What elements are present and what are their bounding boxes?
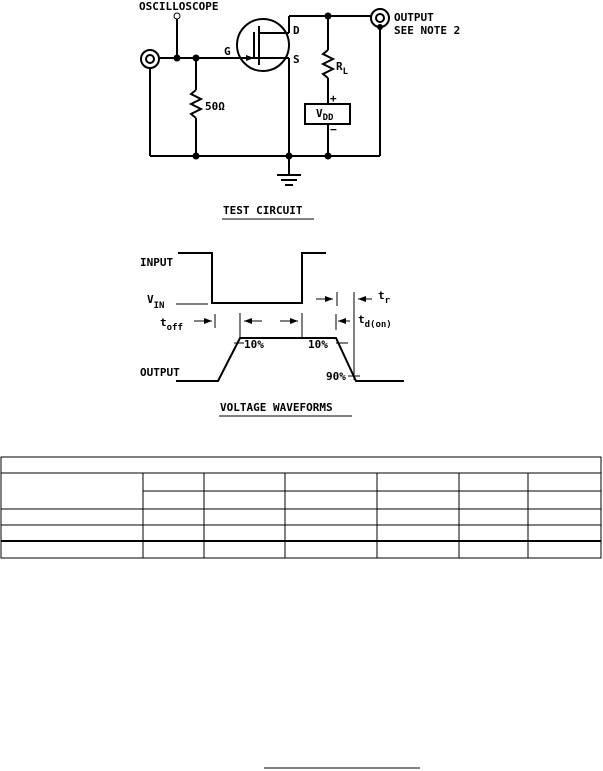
output-waveform	[176, 337, 404, 382]
output-label: OUTPUT	[394, 11, 434, 24]
drain-label: D	[293, 24, 300, 37]
ten-percent-left: 10%	[244, 338, 264, 351]
input-connector	[140, 49, 160, 69]
input-label: INPUT	[140, 256, 173, 269]
tr-label: tr	[378, 289, 391, 306]
resistor-50-label: 50Ω	[205, 100, 225, 113]
see-note-label: SEE NOTE 2	[394, 24, 460, 37]
arrow-head	[204, 318, 212, 324]
waveforms-caption: VOLTAGE WAVEFORMS	[220, 401, 333, 414]
test-circuit-caption: TEST CIRCUIT	[223, 204, 303, 217]
tdon-label: td(on)	[358, 313, 392, 330]
arrow-head	[290, 318, 298, 324]
input-waveform	[178, 252, 326, 304]
junction-dot	[173, 54, 181, 62]
table-border	[0, 456, 602, 559]
output-wave-label: OUTPUT	[140, 366, 180, 379]
arrow-head	[358, 296, 366, 302]
vdd-label: VDD	[316, 107, 334, 123]
test-circuit: OSCILLOSCOPE 50Ω	[139, 0, 460, 220]
source-label: S	[293, 53, 300, 66]
resistor-50-ohm	[188, 58, 204, 156]
arrow-head	[338, 318, 346, 324]
arrow-head	[244, 318, 252, 324]
ten-percent-right: 10%	[308, 338, 328, 351]
toff-label: toff	[160, 316, 183, 333]
rl-label: RL	[336, 60, 349, 77]
oscilloscope-probe	[173, 12, 181, 20]
junction-dot	[192, 152, 200, 160]
ground-symbol	[277, 174, 301, 186]
gate-label: G	[224, 45, 231, 58]
vdd-minus: −	[330, 123, 337, 136]
mosfet-symbol	[236, 18, 290, 72]
load-resistor	[320, 16, 336, 103]
oscilloscope-label: OSCILLOSCOPE	[139, 0, 218, 13]
arrow-head	[325, 296, 333, 302]
vdd-plus: +	[330, 92, 337, 105]
vin-label: VIN	[147, 293, 164, 311]
junction-dot	[377, 24, 383, 30]
ninety-percent: 90%	[326, 370, 346, 383]
empty-table	[0, 456, 602, 559]
voltage-waveforms: INPUT VIN toff tr td(on) OUTPUT 10%	[140, 252, 404, 417]
